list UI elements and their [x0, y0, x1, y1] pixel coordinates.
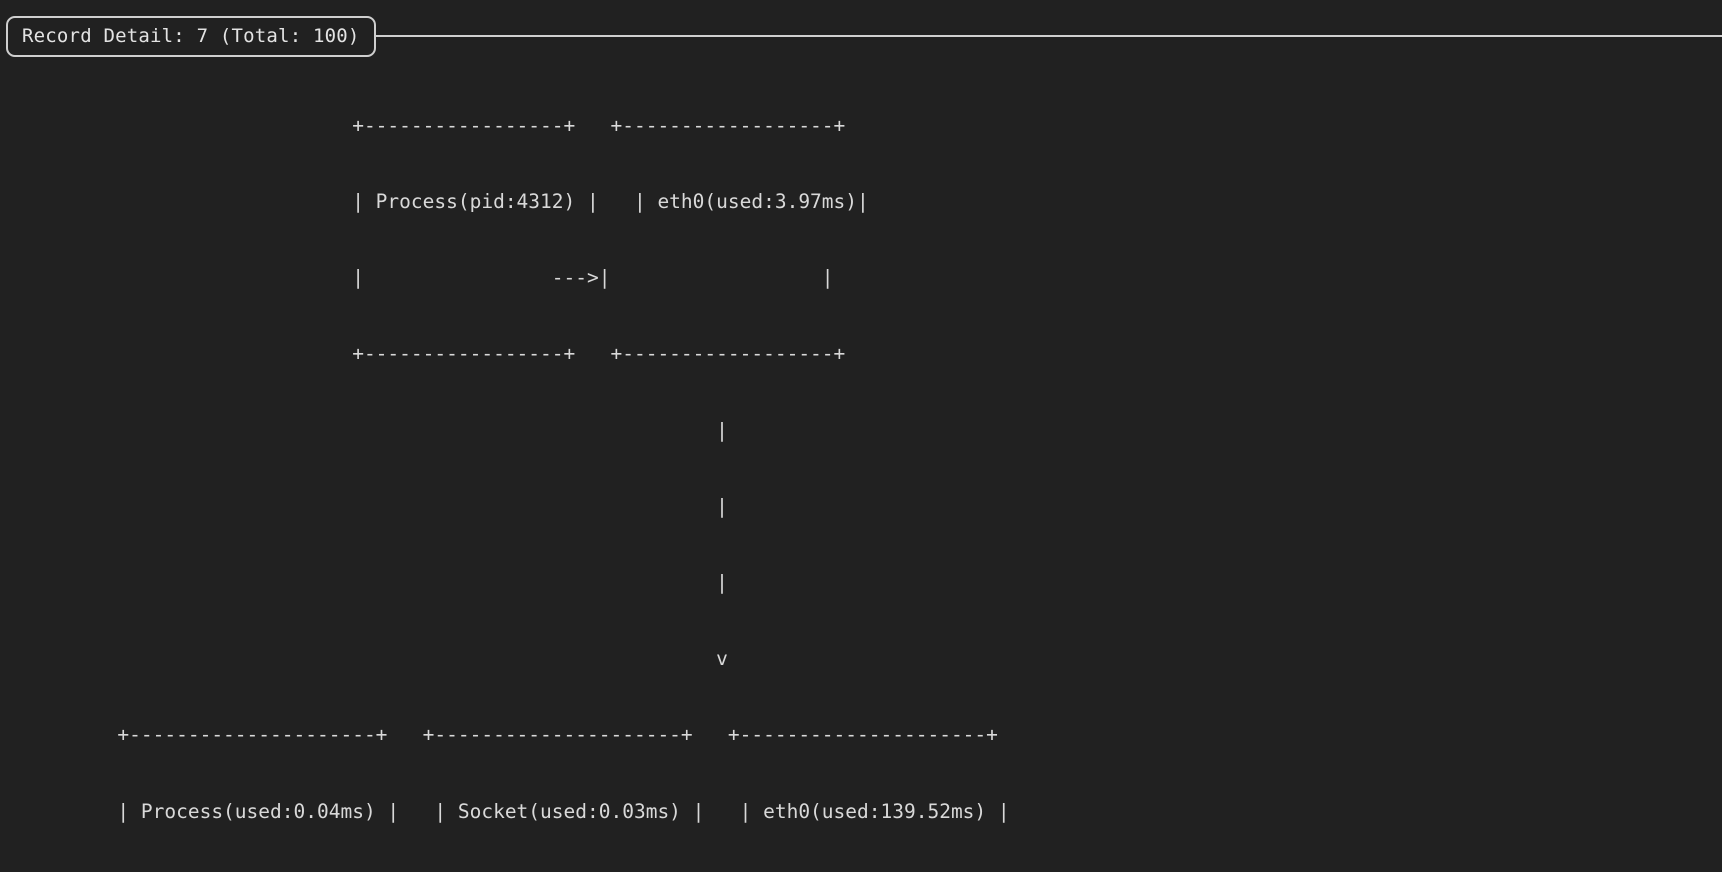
ascii-line-8: v [0, 647, 728, 671]
page-title: Record Detail: 7 (Total: 100) [6, 15, 376, 57]
ascii-line-10: | Process(used:0.04ms) | | Socket(used:0… [0, 799, 1010, 823]
ascii-line-4: +-----------------+ +------------------+ [0, 342, 846, 366]
header-bar: Record Detail: 7 (Total: 100) [6, 14, 1722, 58]
ascii-line-7: | [0, 571, 728, 595]
ascii-line-3: | --->| | [0, 266, 834, 290]
ascii-diagram: +-----------------+ +------------------+… [0, 62, 1722, 872]
ascii-line-6: | [0, 494, 728, 518]
ascii-line-2: | Process(pid:4312) | | eth0(used:3.97ms… [0, 190, 869, 214]
header-divider [373, 35, 1722, 37]
ascii-line-9: +---------------------+ +---------------… [0, 723, 998, 747]
terminal-ascii-diagram-screen: { "header": { "title": "Record Detail: 7… [6, 14, 1722, 823]
ascii-line-5: | [0, 418, 728, 442]
ascii-line-1: +-----------------+ +------------------+ [0, 113, 846, 137]
